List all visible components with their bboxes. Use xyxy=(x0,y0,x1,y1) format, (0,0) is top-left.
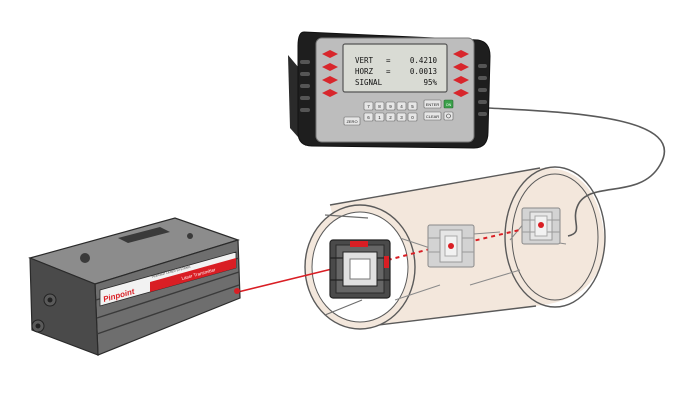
digit-key[interactable] xyxy=(385,112,396,122)
side-button-right-1[interactable] xyxy=(453,50,469,58)
signal-value: 95% xyxy=(423,78,437,87)
side-button-right-4[interactable] xyxy=(453,89,469,97)
clear-key[interactable] xyxy=(423,111,442,121)
horz-label: HORZ xyxy=(355,67,374,76)
laser-transmitter: Pinpoint PINPOINT LASER SYSTEMS Laser Tr… xyxy=(28,217,241,356)
digit-key-label: 2 xyxy=(389,115,392,120)
side-button-left-1[interactable] xyxy=(322,50,338,58)
clear-key-label: CLEAR xyxy=(426,114,439,119)
horz-equals: = xyxy=(386,67,391,76)
signal-label: SIGNAL xyxy=(355,78,383,87)
side-button-left-4[interactable] xyxy=(322,89,338,97)
vert-label: VERT xyxy=(355,56,374,65)
vert-value: 0.4210 xyxy=(410,56,438,65)
power-key[interactable] xyxy=(443,111,454,121)
digit-key-label: 3 xyxy=(400,115,403,120)
vert-equals: = xyxy=(386,56,391,65)
side-button-right-2[interactable] xyxy=(453,63,469,71)
digit-key[interactable] xyxy=(374,101,385,111)
digit-key-label: 6 xyxy=(367,115,370,120)
digit-key[interactable] xyxy=(385,101,396,111)
digit-key-label: 8 xyxy=(378,104,381,109)
digit-key[interactable] xyxy=(363,112,374,122)
enter-key[interactable] xyxy=(423,99,442,109)
digit-key[interactable] xyxy=(363,101,374,111)
cable xyxy=(487,107,666,237)
digit-key-label: 9 xyxy=(389,104,392,109)
power-icon xyxy=(446,113,451,119)
digit-key-label: 4 xyxy=(400,104,403,109)
digit-key-label: 5 xyxy=(411,104,414,109)
digit-key[interactable] xyxy=(407,101,418,111)
digit-key-label: 0 xyxy=(411,115,414,120)
digit-key[interactable] xyxy=(407,112,418,122)
horz-value: 0.0013 xyxy=(410,67,437,76)
digit-key[interactable] xyxy=(374,112,385,122)
on-key-label: ON xyxy=(446,103,452,107)
side-button-left-2[interactable] xyxy=(322,63,338,71)
digit-key[interactable] xyxy=(396,101,407,111)
zero-key[interactable] xyxy=(343,116,361,126)
lcd-screen xyxy=(342,43,448,93)
target-middle xyxy=(427,224,475,268)
enter-key-label: ENTER xyxy=(426,102,440,107)
readout-device: VERT = 0.4210 HORZ = 0.0013 SIGNAL 95% Z… xyxy=(288,31,491,149)
target-near xyxy=(329,239,391,299)
target-far xyxy=(521,207,561,245)
side-button-left-3[interactable] xyxy=(322,76,338,84)
digit-key[interactable] xyxy=(396,112,407,122)
digit-key-label: 7 xyxy=(367,104,370,109)
keypad: ZERO 7 8 9 4 5 6 1 2 3 0 ENTER ON CLEAR xyxy=(343,99,454,126)
on-key[interactable] xyxy=(443,99,454,109)
digit-key-label: 1 xyxy=(378,115,381,120)
side-button-right-3[interactable] xyxy=(453,76,469,84)
zero-key-label: ZERO xyxy=(346,119,357,124)
